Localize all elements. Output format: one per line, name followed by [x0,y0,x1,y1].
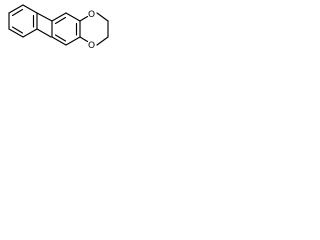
biaryl-bond [36,12,53,22]
bond [65,12,81,22]
bond [22,4,38,14]
molecule-drawing: O O [8,4,109,51]
double-bond-inner [54,34,67,42]
methyl-bond [36,28,52,38]
bond [51,36,67,46]
bond [8,4,24,14]
bond [22,28,38,38]
oxygen-label-top: O [88,10,95,20]
oxygen-label-bottom: O [88,41,95,51]
tolyl-ring [8,4,38,38]
double-bond-inner [11,8,24,17]
double-bond-inner [54,16,67,25]
bond [96,12,109,22]
benzo-ring [51,12,81,46]
bond [96,36,109,46]
structure-diagram: O O [0,0,122,78]
bond [8,28,24,38]
bond [79,36,89,43]
bond [65,36,81,46]
bond [79,15,89,22]
double-bond-inner [11,26,24,34]
dioxane-ring [79,12,109,46]
bond [51,12,67,22]
